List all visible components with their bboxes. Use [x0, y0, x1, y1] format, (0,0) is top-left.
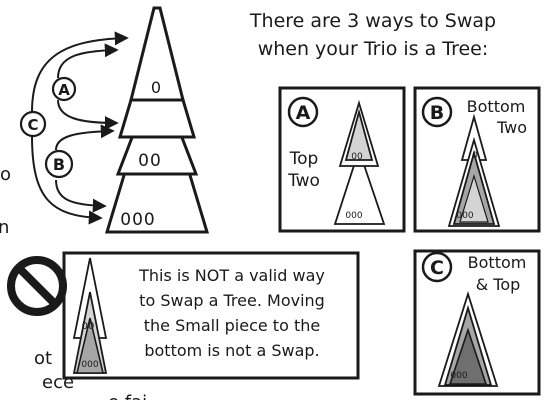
tree-small-pips: 0 — [151, 78, 161, 97]
marker-a-circle — [51, 76, 77, 102]
marker-b-circle — [44, 149, 74, 179]
panel-b-letter-circle — [421, 96, 453, 128]
invalid-text-line-2: to Swap a Tree. Moving — [139, 291, 325, 310]
panel-a-large-pips: 000 — [345, 211, 362, 221]
panel-a-letter-circle — [287, 96, 319, 128]
marker-b-letter: B — [53, 155, 65, 174]
panel-b-label-line-2: Two — [496, 118, 527, 137]
panel-b-large-pips: 000 — [456, 211, 473, 221]
marker-a-letter: A — [58, 81, 70, 99]
invalid-text-line-3: the Small piece to the — [144, 316, 320, 335]
swap-arrows — [31, 31, 129, 225]
main-tree — [104, 6, 210, 234]
panel-c-label-line-1: Bottom — [468, 253, 527, 272]
panel-a-medium-pips: 00 — [351, 152, 363, 162]
panel-a-large-piece — [333, 147, 386, 225]
marker-c-letter: C — [27, 116, 38, 134]
panel-b-small-pips: 0 — [472, 151, 478, 161]
panel-a-letter: A — [296, 102, 311, 124]
arrow-a-bottom — [57, 99, 119, 130]
heading-line-1: There are 3 ways to Swap — [249, 10, 496, 32]
marker-c-circle — [19, 110, 47, 138]
panel-a-label-line-2: Two — [287, 171, 320, 191]
invalid-large-piece — [75, 317, 105, 374]
panel-c-letter-circle — [421, 251, 453, 283]
invalid-text-line-4: bottom is not a Swap. — [144, 341, 319, 360]
invalid-medium-pips: 00 — [82, 321, 95, 332]
panel-c: C Bottom & Top 000 — [413, 249, 541, 396]
panel-a-small-piece — [344, 108, 374, 161]
invalid-swap: 00 000 This is NOT a valid way to Swap a… — [7, 251, 360, 380]
panel-a-label-line-1: Top — [289, 149, 319, 169]
heading-line-2: when your Trio is a Tree: — [258, 38, 489, 60]
no-sign-slash — [16, 265, 58, 307]
edge-text-fragment: o — [0, 164, 11, 185]
tree-large-pips: 000 — [120, 210, 155, 230]
invalid-swap-frame — [62, 251, 360, 380]
edge-text-fragment: e fai — [108, 392, 147, 400]
panel-c-label-line-2: & Top — [476, 275, 521, 294]
invalid-large-pips: 000 — [81, 360, 98, 370]
panel-b-medium-inner — [459, 173, 489, 223]
panel-a: A Top Two 00 000 — [278, 86, 406, 233]
panel-c-inner-piece — [448, 327, 488, 385]
panel-b: B Bottom Two 0 000 — [413, 86, 541, 233]
tree-medium-pips: 00 — [138, 151, 162, 171]
edge-text-fragment: n — [0, 217, 9, 238]
invalid-text-line-1: This is NOT a valid way — [138, 266, 325, 285]
arrow-b-top — [55, 124, 115, 151]
panel-c-letter: C — [430, 257, 444, 279]
tree-small-lower — [117, 98, 197, 139]
arrow-c-bottom — [31, 135, 103, 225]
edge-text-fragment: ot — [34, 348, 52, 369]
panel-b-letter: B — [430, 102, 444, 124]
arrow-c-top — [31, 31, 129, 113]
arrow-a-top — [57, 43, 119, 79]
arrow-b-bottom — [55, 179, 107, 213]
panel-c-large-pips: 000 — [450, 371, 467, 381]
panel-b-label-line-1: Bottom — [467, 97, 526, 116]
